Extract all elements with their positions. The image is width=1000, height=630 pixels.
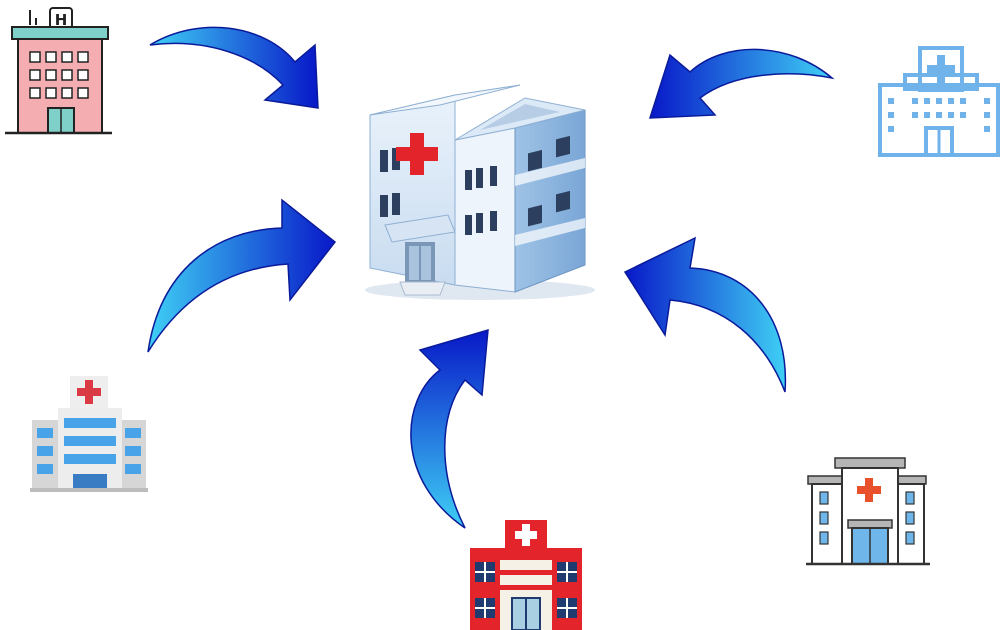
hospital-blue-flat-icon <box>30 376 148 492</box>
arrow-bottom <box>410 328 489 529</box>
arrow-bottom-right <box>623 236 787 393</box>
hospital-blue-outline-icon <box>878 46 1000 157</box>
arrow-top-left <box>149 26 319 109</box>
arrow-top-right <box>648 48 835 119</box>
arrow-mid-left <box>147 198 337 353</box>
central-hospital-3d-icon <box>365 84 595 300</box>
hospital-gray-clinic-icon <box>806 457 930 566</box>
hospital-pink-h-icon: H <box>5 7 112 135</box>
h-sign-label: H <box>55 11 68 29</box>
red-cross-icon <box>396 133 438 175</box>
hospital-navy-red-icon <box>470 520 582 630</box>
